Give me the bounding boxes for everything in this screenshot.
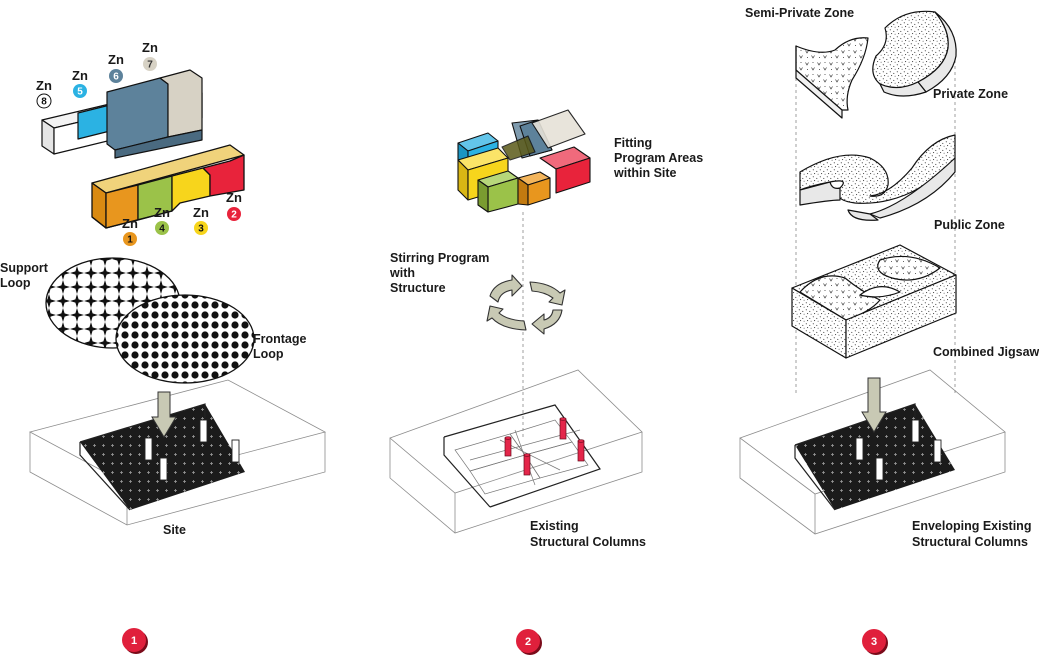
semi-private-zone-shape — [795, 37, 869, 119]
upper-zone-blocks — [41, 69, 203, 159]
semi-private-zone-label: Semi-Private Zone — [745, 6, 854, 20]
zone-8-number: 8 — [41, 97, 47, 108]
step-number-1: 1 — [131, 635, 137, 647]
zone-5-label: Zn 5 — [72, 68, 88, 98]
frontage-loop-label: Frontage Loop — [253, 332, 310, 361]
enveloping-label: Enveloping Existing Structural Columns — [912, 519, 1035, 549]
zone-6-number: 6 — [113, 72, 119, 83]
existing-columns-label: Existing Structural Columns — [530, 519, 646, 549]
stirring-label: Stirring Program with Structure — [389, 251, 493, 295]
zone-3-label: Zn 3 — [193, 205, 209, 235]
zone-1-prefix: Zn — [122, 216, 138, 231]
zone-3-number: 3 — [198, 224, 204, 235]
step-number-2: 2 — [525, 636, 531, 648]
zone-7-prefix: Zn — [142, 40, 158, 55]
zone-5-prefix: Zn — [72, 68, 88, 83]
existing-columns — [504, 417, 585, 476]
zone-2-block — [202, 154, 245, 197]
down-arrow-3 — [861, 377, 887, 433]
combined-jigsaw-block — [791, 244, 957, 359]
stirring-ring — [486, 274, 566, 335]
panel-1: Zn 8 Zn 5 Zn 6 Zn 7 Zn 1 — [0, 40, 327, 654]
down-arrow-1 — [151, 391, 177, 438]
private-zone-shape — [872, 10, 957, 97]
zone-4-prefix: Zn — [154, 205, 170, 220]
step-badge-2: 2 — [516, 629, 542, 655]
zone-8-label: Zn 8 — [36, 78, 52, 109]
fitting-label: Fitting Program Areas within Site — [613, 136, 707, 180]
zone-8-prefix: Zn — [36, 78, 52, 93]
combined-jigsaw-label: Combined Jigsaw — [933, 345, 1039, 359]
lower-zone-blocks — [91, 144, 245, 229]
site-box-2 — [389, 369, 643, 534]
private-zone-label: Private Zone — [933, 87, 1008, 101]
zone-6-prefix: Zn — [108, 52, 124, 67]
step-badge-3: 3 — [862, 629, 888, 655]
panel-3: Semi-Private Zone Private Zone Public Zo… — [739, 6, 1039, 655]
support-loop-label: Support Loop — [0, 261, 51, 290]
frontage-loop — [115, 294, 255, 384]
zone-4-number: 4 — [159, 224, 165, 235]
zone-1-number: 1 — [127, 235, 133, 246]
zone-3-prefix: Zn — [193, 205, 209, 220]
panel-2: Fitting Program Areas within Site Stirri… — [389, 109, 707, 655]
zone-2-label: Zn 2 — [226, 190, 242, 221]
zone-4-label: Zn 4 — [154, 205, 170, 235]
site-box-1 — [28, 379, 327, 526]
public-zone-label: Public Zone — [934, 218, 1005, 232]
zone-2-number: 2 — [231, 210, 237, 221]
site-box-3 — [739, 369, 1006, 535]
zone-1-label: Zn 1 — [122, 216, 138, 246]
zone-6-label: Zn 6 — [108, 52, 124, 83]
zone-2-prefix: Zn — [226, 190, 242, 205]
step-badge-1: 1 — [122, 628, 148, 654]
zone-7-label: Zn 7 — [142, 40, 158, 71]
zone-7-number: 7 — [147, 60, 153, 71]
fitted-program-cluster — [457, 109, 591, 213]
zone-5-number: 5 — [77, 87, 83, 98]
site-label: Site — [163, 523, 186, 537]
step-number-3: 3 — [871, 636, 877, 648]
zone-labels: Zn 8 Zn 5 Zn 6 Zn 7 Zn 1 — [36, 40, 242, 246]
public-zone-shape — [799, 134, 956, 221]
